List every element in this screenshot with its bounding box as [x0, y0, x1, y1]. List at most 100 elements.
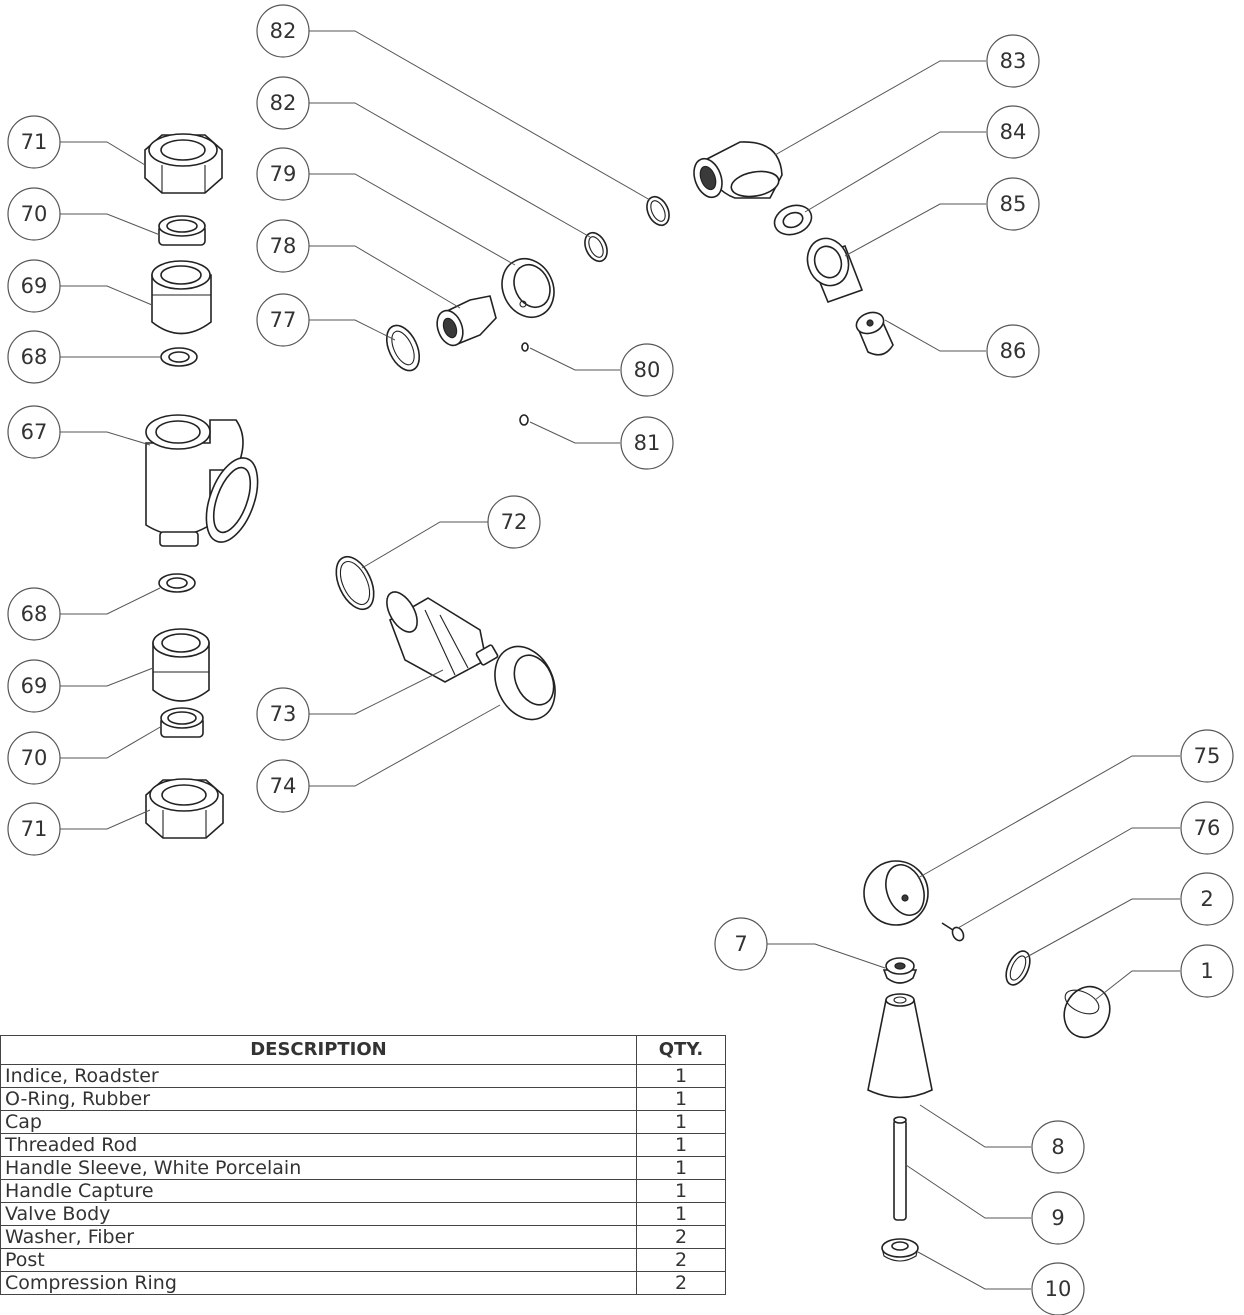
- part-71-top-nut: [144, 133, 223, 194]
- svg-text:70: 70: [21, 202, 48, 226]
- bom-description: Washer, Fiber: [0, 1225, 637, 1249]
- bom-qty: 2: [636, 1271, 726, 1295]
- svg-text:79: 79: [270, 162, 297, 186]
- part-10-indice: [881, 1238, 919, 1262]
- svg-text:72: 72: [501, 510, 528, 534]
- svg-text:73: 73: [270, 702, 297, 726]
- callout-81: 81: [620, 416, 674, 470]
- bom-description: Compression Ring: [0, 1271, 637, 1295]
- svg-text:82: 82: [270, 91, 297, 115]
- callout-2: 2: [1180, 872, 1234, 926]
- part-69-bottom-post: [152, 628, 210, 702]
- part-86-tip: [855, 311, 894, 356]
- part-8-handle-sleeve: [867, 993, 933, 1099]
- part-80-set-screw: [521, 342, 529, 352]
- callout-68-top: 68: [7, 330, 61, 384]
- callout-1: 1: [1180, 944, 1234, 998]
- part-70-top-ring: [158, 215, 206, 246]
- svg-text:77: 77: [270, 308, 297, 332]
- bom-description: O-Ring, Rubber: [0, 1087, 637, 1111]
- part-83-elbow: [693, 141, 783, 199]
- svg-text:78: 78: [270, 234, 297, 258]
- part-69-top-post: [151, 260, 212, 335]
- part-84-washer: [773, 204, 813, 236]
- part-71-bottom-nut: [145, 778, 224, 839]
- svg-text:10: 10: [1045, 1277, 1072, 1301]
- callout-75: 75: [1180, 729, 1234, 783]
- part-68-top-washer: [160, 347, 198, 367]
- svg-text:86: 86: [1000, 339, 1027, 363]
- part-1-cap: [1063, 985, 1111, 1039]
- bom-qty: 1: [636, 1202, 726, 1226]
- part-77-o-ring: [385, 324, 421, 372]
- callout-67: 67: [7, 405, 61, 459]
- callout-85: 85: [986, 177, 1040, 231]
- part-68-bottom-washer: [158, 573, 196, 593]
- callout-74: 74: [256, 759, 310, 813]
- leader-lines: [60, 30, 1180, 1290]
- callout-70-bottom: 70: [7, 731, 61, 785]
- bom-description: Handle Capture: [0, 1179, 637, 1203]
- callout-78: 78: [256, 219, 310, 273]
- bom-qty: 1: [636, 1179, 726, 1203]
- part-82-o-ring-lower: [584, 231, 608, 263]
- callout-84: 84: [986, 105, 1040, 159]
- part-67-valve-body: [145, 414, 259, 547]
- svg-text:70: 70: [21, 746, 48, 770]
- svg-text:67: 67: [21, 420, 48, 444]
- bom-qty: 2: [636, 1225, 726, 1249]
- part-2-o-ring: [1005, 950, 1031, 986]
- part-85-coupler: [806, 237, 864, 304]
- svg-text:76: 76: [1194, 816, 1221, 840]
- svg-text:69: 69: [21, 674, 48, 698]
- svg-text:75: 75: [1194, 744, 1221, 768]
- callout-82-lower: 82: [256, 76, 310, 130]
- svg-text:69: 69: [21, 274, 48, 298]
- svg-text:84: 84: [1000, 120, 1027, 144]
- svg-text:82: 82: [270, 19, 297, 43]
- callout-68-bottom: 68: [7, 587, 61, 641]
- callout-76: 76: [1180, 801, 1234, 855]
- part-74-escutcheon: [494, 645, 556, 721]
- part-75-handle-ball: [863, 860, 929, 926]
- svg-text:81: 81: [634, 431, 661, 455]
- bom-qty: 1: [636, 1110, 726, 1134]
- callout-82-upper: 82: [256, 4, 310, 58]
- svg-text:9: 9: [1051, 1206, 1064, 1230]
- part-73-cartridge: [386, 591, 499, 683]
- callout-71-top: 71: [7, 115, 61, 169]
- svg-text:74: 74: [270, 774, 297, 798]
- svg-text:68: 68: [21, 602, 48, 626]
- bom-qty: 1: [636, 1087, 726, 1111]
- callout-9: 9: [1031, 1191, 1085, 1245]
- svg-text:2: 2: [1200, 887, 1213, 911]
- svg-text:7: 7: [734, 932, 747, 956]
- callout-77: 77: [256, 293, 310, 347]
- callout-72: 72: [487, 495, 541, 549]
- callout-71-bottom: 71: [7, 802, 61, 856]
- part-82-o-ring-upper: [646, 195, 670, 227]
- callout-86: 86: [986, 324, 1040, 378]
- part-76-screw: [941, 922, 965, 942]
- callout-69-bottom: 69: [7, 659, 61, 713]
- callout-10: 10: [1031, 1262, 1085, 1315]
- callout-80: 80: [620, 343, 674, 397]
- part-81-set-screw: [519, 414, 529, 426]
- part-70-bottom-ring: [160, 707, 204, 738]
- svg-text:71: 71: [21, 817, 48, 841]
- bom-header-qty: QTY.: [636, 1035, 726, 1065]
- bom-description: Indice, Roadster: [0, 1064, 637, 1088]
- bom-description: Threaded Rod: [0, 1133, 637, 1157]
- svg-text:83: 83: [1000, 49, 1027, 73]
- callout-83: 83: [986, 34, 1040, 88]
